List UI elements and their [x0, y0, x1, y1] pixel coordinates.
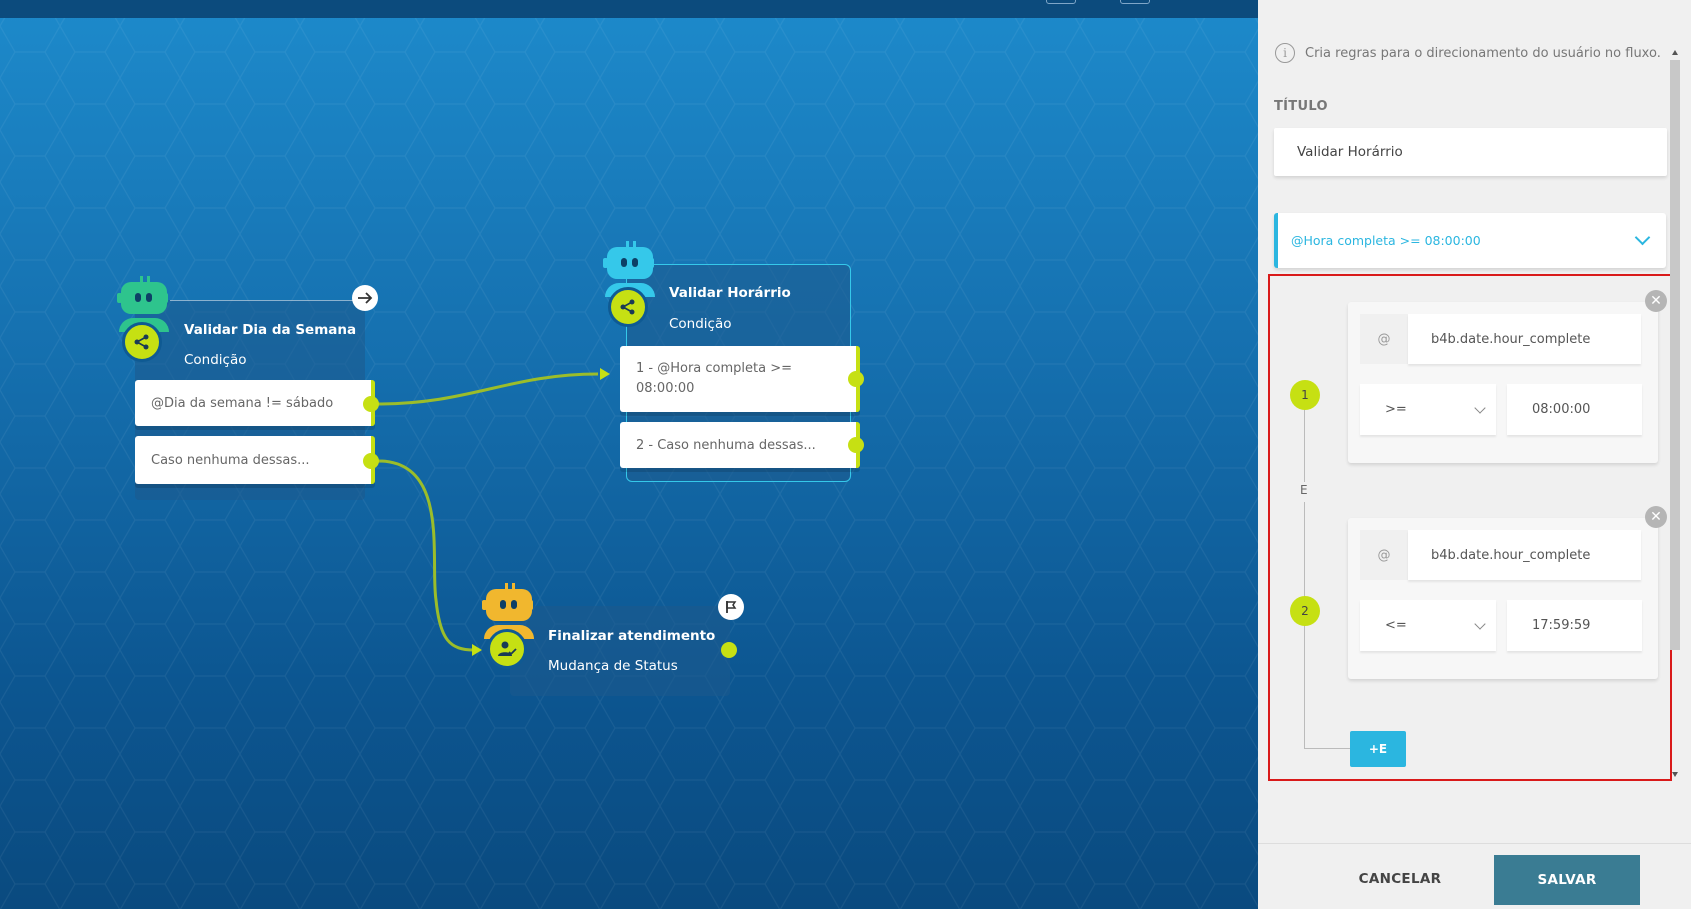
outlet-port[interactable]	[363, 396, 379, 412]
scroll-up-arrow[interactable]	[1672, 50, 1678, 55]
node-divider	[170, 300, 365, 301]
panel-scrollbar[interactable]	[1670, 60, 1680, 650]
save-button[interactable]: SALVAR	[1494, 855, 1640, 905]
chevron-down-icon	[1474, 618, 1486, 630]
remove-rule-button[interactable]: ✕	[1645, 290, 1667, 312]
rule-connector-line	[1304, 386, 1305, 482]
user-check-icon	[487, 629, 527, 669]
value-field[interactable]: 08:00:00	[1507, 384, 1642, 435]
node-title: Validar Dia da Semana	[184, 322, 357, 338]
rule-connector-line	[1304, 722, 1305, 749]
rule-step-number: 2	[1290, 596, 1320, 626]
title-label: TÍTULO	[1274, 99, 1328, 114]
scroll-down-arrow[interactable]	[1672, 772, 1678, 777]
variable-prefix: @	[1360, 530, 1408, 580]
flag-icon[interactable]	[718, 594, 744, 620]
operator-value: <=	[1385, 618, 1407, 633]
condition-panel: i Cria regras para o direcionamento do u…	[1258, 0, 1691, 909]
node-subtitle: Mudança de Status	[548, 658, 678, 674]
cancel-button[interactable]: CANCELAR	[1358, 871, 1442, 887]
node-card	[510, 606, 730, 696]
node-outlet[interactable]: 2 - Caso nenhuma dessas...	[620, 422, 860, 468]
outlet-port[interactable]	[848, 437, 864, 453]
outlet-port[interactable]	[363, 453, 379, 469]
operator-value: >=	[1385, 402, 1407, 417]
rule-connector-line	[1304, 748, 1350, 749]
outlet-port[interactable]	[848, 371, 864, 387]
share-icon	[608, 287, 648, 327]
info-text: Cria regras para o direcionamento do usu…	[1305, 45, 1661, 61]
accordion-label: @Hora completa >= 08:00:00	[1291, 233, 1481, 248]
arrow-right-icon[interactable]	[352, 285, 378, 311]
rule-step-number: 1	[1290, 380, 1320, 410]
value-field[interactable]: 17:59:59	[1507, 600, 1642, 651]
variable-field[interactable]: b4b.date.hour_complete	[1408, 314, 1641, 364]
rule-card: @ b4b.date.hour_complete <= 17:59:59	[1348, 518, 1658, 679]
condition-accordion[interactable]: @Hora completa >= 08:00:00	[1274, 213, 1666, 268]
node-outlet[interactable]: 1 - @Hora completa >= 08:00:00	[620, 346, 860, 412]
canvas-toolbar	[0, 0, 1258, 18]
node-title: Validar Horárrio	[669, 285, 791, 301]
add-and-button[interactable]: +E	[1350, 731, 1406, 767]
and-label: E	[1300, 483, 1308, 497]
footer-divider	[1258, 843, 1691, 844]
outlet-port[interactable]	[721, 642, 737, 658]
toolbar-button[interactable]	[1120, 0, 1150, 4]
rules-section: 1 E 2 @ b4b.date.hour_complete >= 08:00:…	[1268, 274, 1672, 781]
variable-prefix: @	[1360, 314, 1408, 364]
title-input[interactable]	[1274, 128, 1667, 176]
remove-rule-button[interactable]: ✕	[1645, 506, 1667, 528]
chevron-down-icon[interactable]	[1634, 229, 1651, 246]
node-subtitle: Condição	[669, 316, 732, 332]
variable-field[interactable]: b4b.date.hour_complete	[1408, 530, 1641, 580]
chevron-down-icon	[1474, 402, 1486, 414]
rule-card: @ b4b.date.hour_complete >= 08:00:00	[1348, 302, 1658, 463]
bot-avatar	[117, 276, 179, 372]
info-row: i Cria regras para o direcionamento do u…	[1275, 43, 1661, 63]
flow-canvas[interactable]: Validar Dia da Semana Condição @Dia da s…	[0, 0, 1258, 909]
operator-select[interactable]: <=	[1360, 600, 1496, 651]
bot-avatar	[603, 241, 665, 337]
info-icon: i	[1275, 43, 1295, 63]
toolbar-button[interactable]	[1046, 0, 1076, 4]
node-outlet[interactable]: Caso nenhuma dessas...	[135, 436, 375, 484]
node-subtitle: Condição	[184, 352, 247, 368]
node-outlet[interactable]: @Dia da semana != sábado	[135, 380, 375, 426]
node-title: Finalizar atendimento	[548, 628, 716, 644]
operator-select[interactable]: >=	[1360, 384, 1496, 435]
bot-avatar	[482, 583, 544, 679]
share-icon	[122, 322, 162, 362]
